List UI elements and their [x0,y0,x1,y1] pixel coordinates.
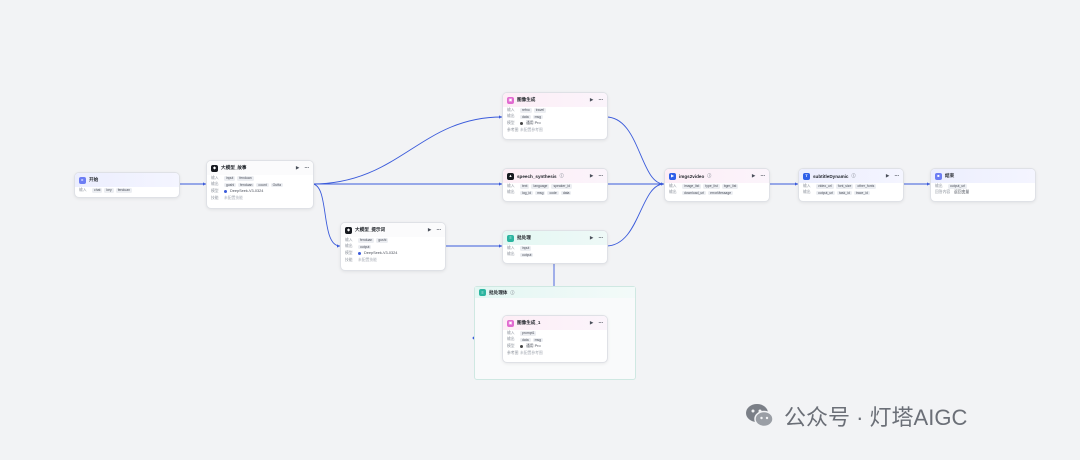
node-title: imgs2video [679,173,705,179]
edge-image-gen-img2video [605,116,665,185]
edge-llm-story-llm-prompt [311,183,341,247]
node-title: 批处理体 [489,289,508,295]
input-row: 输入 chat key fenduan [79,187,132,193]
more-icon[interactable]: ⋯ [894,173,899,178]
more-icon[interactable]: ⋯ [598,320,603,325]
run-icon[interactable]: ▶ [589,235,594,240]
more-icon[interactable]: ⋯ [760,173,765,178]
wechat-icon [746,404,774,428]
node-title: subtitleDynamic [813,173,849,179]
node-title: 大模型_提示词 [355,227,386,232]
node-imgs2video[interactable]: ▶ imgs2video ⓘ ▶ ⋯ 输入 image_list type_li… [664,168,770,202]
run-icon[interactable]: ▶ [295,165,300,170]
run-icon[interactable]: ▶ [589,173,594,178]
run-icon[interactable]: ▶ [589,320,594,325]
node-batch[interactable]: ≡ 批处理 ▶ ⋯ 输入 input 输出 output [502,230,608,264]
run-icon[interactable]: ▶ [751,173,756,178]
more-icon[interactable]: ⋯ [598,235,603,240]
edge-batch-img2video [605,183,665,247]
info-icon: ⓘ [510,289,515,295]
image-icon: ▣ [507,96,514,104]
info-icon: ⓘ [559,173,564,178]
var-tag: chat [92,188,103,193]
run-icon[interactable]: ▶ [427,227,432,232]
info-icon: ⓘ [707,173,712,178]
model-icon [520,121,523,125]
node-llm-story[interactable]: ◆ 大模型_故事 ▶ ⋯ 输入 input fenduan 输出 gushi f… [206,160,314,209]
more-icon[interactable]: ⋯ [598,97,603,102]
run-icon[interactable]: ▶ [589,97,594,102]
var-tag: fenduan [115,188,132,193]
watermark-text: 公众号 · 灯塔AIGC [784,405,968,430]
node-title: 图像生成_1 [517,320,541,325]
node-title: 结束 [945,173,955,178]
subtitle-icon: T [803,172,810,180]
node-speech-synthesis[interactable]: ▲ speech_synthesis ⓘ ▶ ⋯ 输入 text languag… [502,168,608,202]
info-icon: ⓘ [851,173,856,178]
node-subtitle-dynamic[interactable]: T subtitleDynamic ⓘ ▶ ⋯ 输入 video_url fon… [798,168,904,202]
image-icon: ▣ [507,319,514,327]
llm-icon: ◆ [345,226,352,234]
var-tag: key [104,188,114,193]
node-image-gen[interactable]: ▣ 图像生成 ▶ ⋯ 输入 refno travel 输出 data msg 模… [502,92,608,140]
end-icon: ■ [935,172,942,180]
model-icon [224,189,227,193]
node-image-gen-1[interactable]: ▣ 图像生成_1 ▶ ⋯ 输入 prompt1 输出 data msg 模型 通… [502,315,608,363]
model-icon [520,344,523,348]
more-icon[interactable]: ⋯ [598,173,603,178]
speech-icon: ▲ [507,172,514,180]
batch-icon: ≡ [479,289,486,296]
node-end[interactable]: ■ 结束 输出 output_url 回答内容 返回变量 [930,168,1036,202]
batch-icon: ≡ [507,234,514,242]
video-icon: ▶ [669,172,676,180]
node-start[interactable]: ▸ 开始 输入 chat key fenduan [74,172,180,198]
edge-llm-story-image-gen [311,116,503,185]
node-title: 图像生成 [517,97,536,102]
more-icon[interactable]: ⋯ [304,165,309,170]
node-title: speech_synthesis [517,173,557,179]
node-title: 批处理 [517,235,531,240]
node-llm-prompt[interactable]: ◆ 大模型_提示词 ▶ ⋯ 输入 fenduan gushi 输出 output… [340,222,446,271]
node-title: 大模型_故事 [221,165,247,170]
watermark: 公众号 · 灯塔AIGC [744,400,967,432]
run-icon[interactable]: ▶ [885,173,890,178]
more-icon[interactable]: ⋯ [436,227,441,232]
node-title: 开始 [89,177,99,182]
start-icon: ▸ [79,176,86,184]
llm-icon: ◆ [211,164,218,172]
model-icon [358,251,361,255]
